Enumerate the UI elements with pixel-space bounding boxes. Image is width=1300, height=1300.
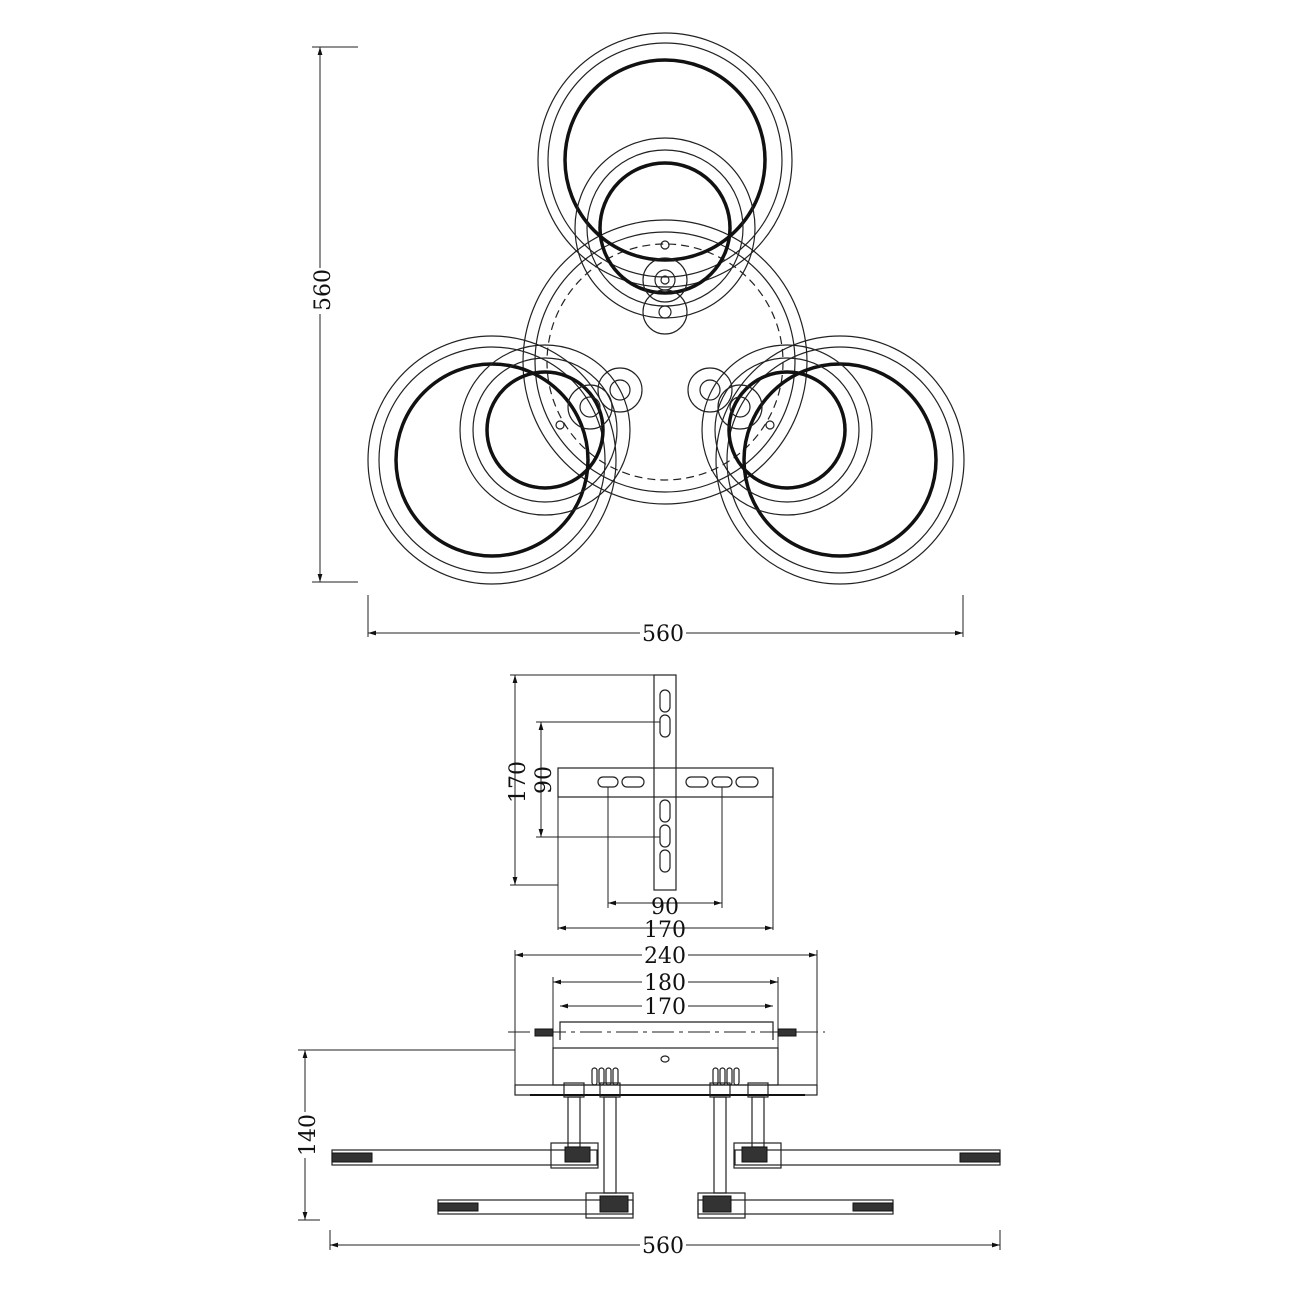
width-dimension: 560 (367, 595, 964, 647)
arms (331, 1142, 1001, 1219)
hubs (555, 240, 775, 430)
canopy-width-label: 240 (644, 944, 686, 969)
plate-outer-v-label: 170 (506, 761, 531, 803)
top-width-label: 560 (642, 622, 684, 647)
plate-outer-h-label: 170 (644, 918, 686, 943)
ring-top (537, 32, 793, 319)
side-view: 240 180 170 140 560 (291, 942, 1001, 1259)
plate-inner-v-label: 90 (532, 766, 557, 794)
mounting-plate: 170 90 90 170 (506, 674, 774, 943)
rods (563, 1082, 769, 1194)
side-height-label: 140 (296, 1114, 321, 1156)
height-dimension: 560 (305, 46, 358, 583)
ring-right (701, 335, 965, 585)
top-view: 560 560 (305, 32, 965, 647)
ring-left (367, 335, 631, 585)
bracket-width-label: 180 (644, 971, 686, 996)
rail-width-label: 170 (644, 995, 686, 1020)
side-total-width-label: 560 (642, 1234, 684, 1259)
top-height-label: 560 (311, 269, 336, 311)
plate-inner-h-label: 90 (651, 895, 679, 920)
